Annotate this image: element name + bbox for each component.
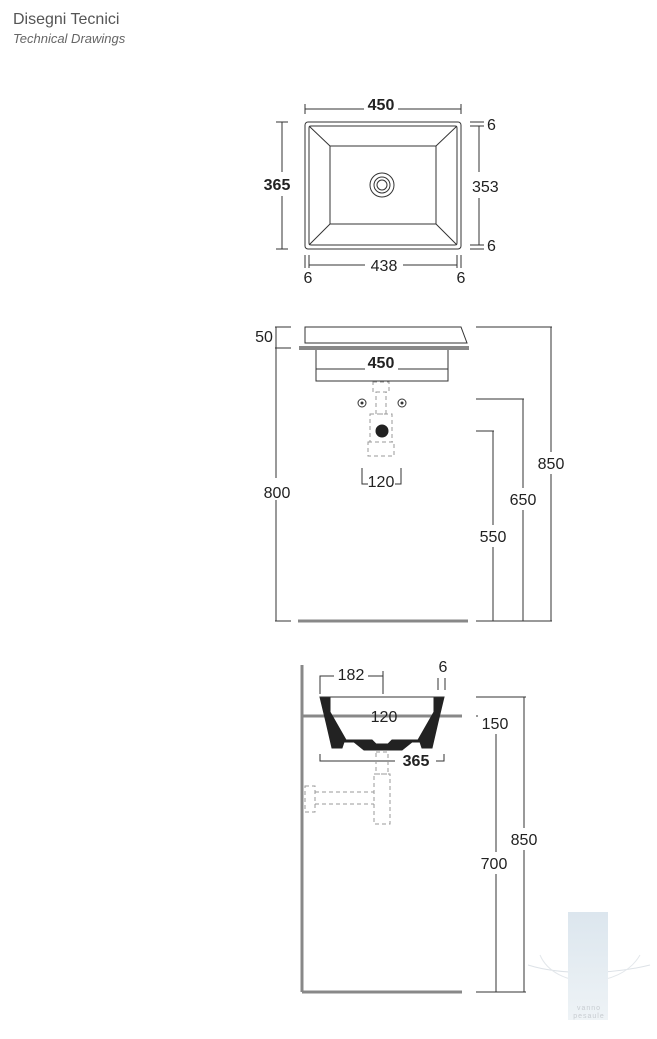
dim-side-120: 120 <box>371 709 398 726</box>
dim-top-inner-depth: 353 <box>472 179 499 196</box>
top-view-outer-rim <box>304 121 462 250</box>
dim-height-650: 650 <box>510 492 537 509</box>
dim-side-counter-height: 700 <box>481 856 508 873</box>
dim-counter-height: 800 <box>264 485 291 502</box>
top-view: 450 365 6 353 6 438 6 6 <box>264 97 499 287</box>
dim-basin-height: 150 <box>482 716 509 733</box>
front-view-basin <box>315 350 449 382</box>
dim-top-depth: 365 <box>264 177 291 194</box>
dim-side-total-height: 850 <box>511 832 538 849</box>
dim-total-height: 850 <box>538 456 565 473</box>
dim-top-margin: 6 <box>487 117 496 134</box>
dim-height-550: 550 <box>480 529 507 546</box>
top-view-inner-rim <box>308 125 458 246</box>
dim-bottom-margin: 6 <box>487 238 496 255</box>
fixing-bolt-left-icon <box>357 398 367 408</box>
dim-rim-height: 50 <box>255 329 273 346</box>
fixing-bolt-right-icon <box>397 398 407 408</box>
dim-trap-width: 120 <box>368 474 395 491</box>
front-view-rim <box>304 326 468 344</box>
dim-side-rim-6: 6 <box>439 659 448 676</box>
dim-side-365: 365 <box>403 753 430 770</box>
dim-front-width: 450 <box>368 355 395 372</box>
page-subtitle: Technical Drawings <box>13 31 126 46</box>
page-title: Disegni Tecnici <box>13 11 120 28</box>
front-view: 450 120 50 800 850 6 <box>255 326 570 623</box>
waste-pipe-icon <box>375 424 389 438</box>
side-view: 182 6 120 365 150 850 700 <box>300 659 542 994</box>
watermark-logo <box>568 912 608 1020</box>
dim-side-182: 182 <box>338 667 365 684</box>
dim-right-margin: 6 <box>457 270 466 287</box>
dim-top-width: 450 <box>368 97 395 114</box>
top-view-basin-floor <box>329 145 437 225</box>
header: Disegni Tecnici Technical Drawings <box>13 10 125 48</box>
dim-left-margin: 6 <box>304 270 313 287</box>
watermark-text: vanno pesaule <box>573 1005 605 1020</box>
drain-icon <box>369 172 395 198</box>
dim-inner-width: 438 <box>371 258 398 275</box>
side-view-basin-section <box>319 696 445 751</box>
